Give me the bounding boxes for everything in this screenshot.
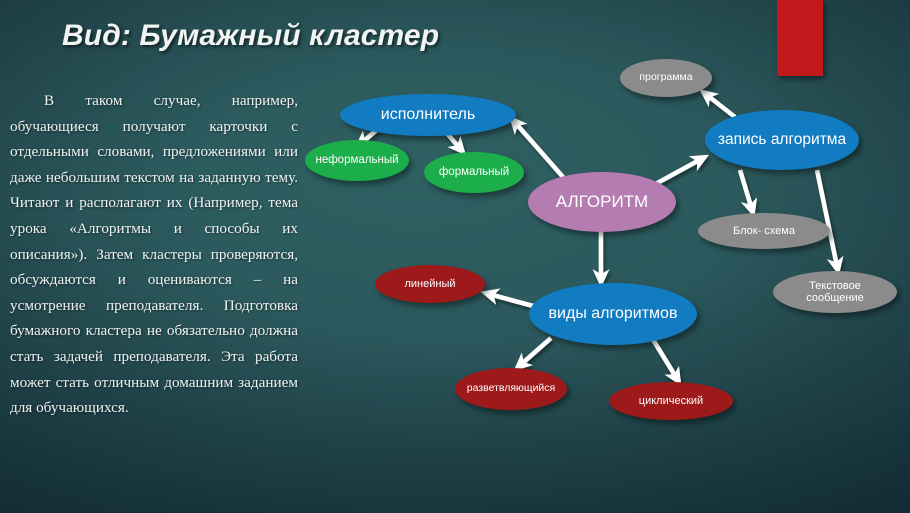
cluster-node-label: циклический	[638, 394, 704, 407]
cluster-node-tsiklicheskiy[interactable]: циклический	[609, 382, 733, 420]
cluster-node-razvetvlyayushchiysya[interactable]: разветвляющийся	[455, 368, 567, 410]
cluster-node-formalnyy[interactable]: формальный	[424, 152, 524, 193]
arrow-vidy-razvetvlyayushchiysya	[513, 336, 553, 372]
cluster-node-label: разветвляющийся	[466, 382, 556, 395]
arrow-zapis-tekstovoe	[814, 169, 844, 276]
cluster-node-vidy-algoritmov[interactable]: виды алгоритмов	[529, 283, 697, 345]
cluster-node-label: запись алгоритма	[717, 131, 847, 149]
cluster-node-ispolnitel[interactable]: исполнитель	[340, 94, 516, 136]
cluster-node-algoritm[interactable]: АЛГОРИТМ	[528, 172, 676, 232]
red-accent-bar	[777, 0, 823, 76]
cluster-node-lineynyy[interactable]: линейный	[375, 265, 485, 303]
cluster-node-label: исполнитель	[380, 106, 476, 124]
cluster-node-programma[interactable]: программа	[620, 59, 712, 97]
body-paragraph: В таком случае, например, обучающиеся по…	[10, 92, 298, 417]
cluster-node-zapis-algoritma[interactable]: запись алгоритма	[705, 110, 859, 170]
arrow-zapis-programma	[699, 89, 737, 119]
cluster-node-neformalnyy[interactable]: неформальный	[305, 140, 409, 181]
cluster-node-label: виды алгоритмов	[548, 305, 678, 323]
cluster-node-label: линейный	[404, 277, 456, 290]
cluster-node-label: программа	[639, 71, 693, 84]
cluster-node-tekstovoe-soobshchenie[interactable]: Текстовое сообщение	[773, 271, 897, 313]
cluster-node-label: неформальный	[315, 154, 399, 167]
page-title: Вид: Бумажный кластер	[62, 19, 440, 52]
cluster-node-label: формальный	[438, 166, 510, 179]
cluster-node-label: Текстовое сообщение	[806, 279, 864, 304]
cluster-node-blok-shema[interactable]: Блок- схема	[698, 213, 830, 249]
cluster-node-label: АЛГОРИТМ	[555, 192, 649, 212]
cluster-node-label: Блок- схема	[733, 224, 795, 237]
arrow-vidy-tsiklicheskiy	[650, 336, 682, 386]
arrow-zapis-blokshema	[737, 169, 758, 218]
